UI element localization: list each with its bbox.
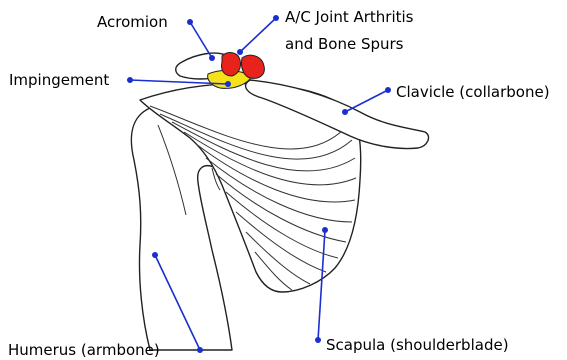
bone-spur-right xyxy=(241,55,264,78)
ac-joint-leader xyxy=(237,15,279,55)
acromion-label: Acromion xyxy=(97,13,168,31)
ac-joint-label-line2: and Bone Spurs xyxy=(285,35,404,53)
humerus-label: Humerus (armbone) xyxy=(8,341,160,359)
scapula-label: Scapula (shoulderblade) xyxy=(326,336,509,354)
clavicle-label: Clavicle (collarbone) xyxy=(396,83,550,101)
impingement-label: Impingement xyxy=(9,71,109,89)
ac-joint-label-line1: A/C Joint Arthritis xyxy=(285,8,414,26)
bone-spur-left xyxy=(221,53,240,76)
